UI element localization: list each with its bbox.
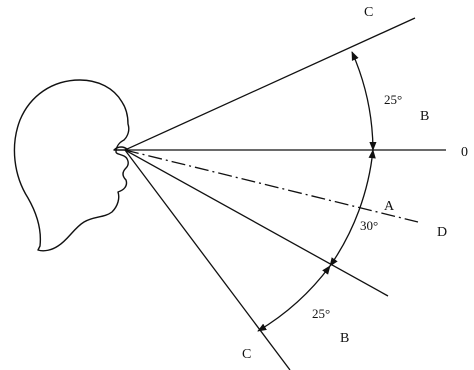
label-zero: 0: [461, 145, 468, 160]
label-d: D: [437, 225, 447, 240]
label-angle-upper: 25°: [384, 92, 402, 107]
head-profile-icon: [13, 79, 130, 252]
arc-upper-25: [351, 51, 377, 151]
line-c-top: [124, 17, 416, 151]
line-d: [124, 149, 389, 297]
label-b-bottom: B: [340, 331, 349, 346]
label-c-top: C: [364, 5, 373, 20]
line-c-bottom: [124, 149, 291, 370]
label-b-top: B: [420, 109, 429, 124]
arc-middle-30: [329, 149, 376, 267]
label-a: A: [384, 199, 395, 214]
line-a-dashdot: [124, 149, 419, 223]
label-c-bottom: C: [242, 347, 251, 362]
label-angle-lower: 25°: [312, 306, 330, 321]
arc-lower-25: [257, 265, 331, 332]
label-angle-middle: 30°: [360, 218, 378, 233]
